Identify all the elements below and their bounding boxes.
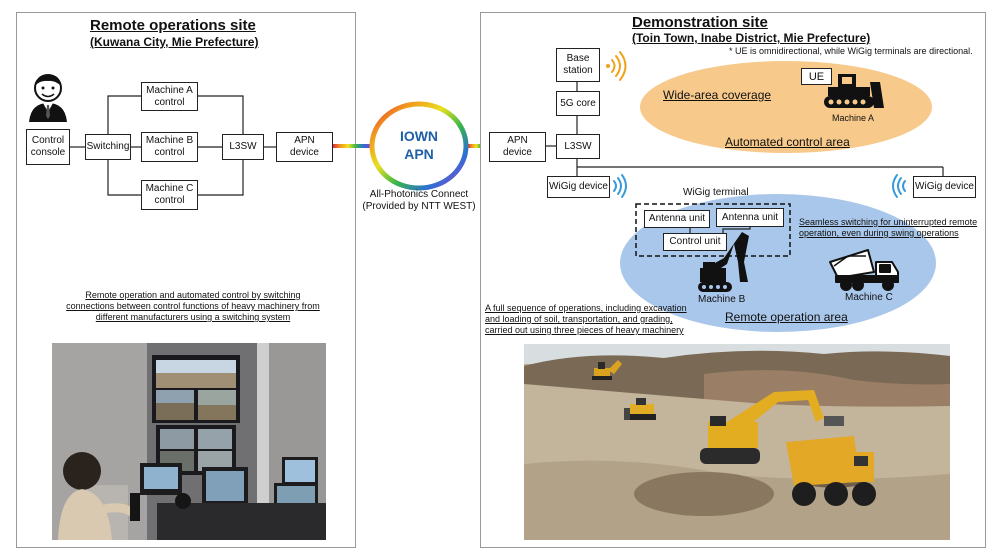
remote-site-caption: Remote operation and automated control b… (66, 290, 320, 322)
seamless-switching-caption: Seamless switching for uninterrupted rem… (799, 217, 978, 238)
machine-c-control-box: Machine C control (141, 180, 198, 210)
full-sequence-caption: A full sequence of operations, including… (485, 303, 687, 335)
wigig-device-right-box: WiGig device (913, 176, 976, 198)
remote-operation-room-photo (52, 343, 326, 540)
wigig-terminal-label: WiGig terminal (683, 187, 749, 198)
machine-b-control-box: Machine B control (141, 132, 198, 162)
5g-core-box: 5G core (556, 91, 600, 116)
machine-a-control-box: Machine A control (141, 82, 198, 111)
apn-label: APN (404, 146, 434, 162)
directional-note: * UE is omnidirectional, while WiGig ter… (729, 46, 973, 56)
l3sw-box-right: L3SW (556, 134, 600, 159)
remote-site-subtitle: (Kuwana City, Mie Prefecture) (90, 35, 259, 49)
automated-control-area-label: Automated control area (725, 135, 850, 149)
iown-label: IOWN (399, 128, 439, 144)
antenna-unit-2-box: Antenna unit (716, 208, 784, 227)
control-console-box: Control console (26, 129, 70, 165)
machine-a-label: Machine A (832, 113, 875, 123)
remote-site-title: Remote operations site (90, 17, 256, 34)
base-station-box: Base station (556, 48, 600, 82)
l3sw-box-left: L3SW (222, 134, 264, 160)
remote-operation-area-label: Remote operation area (725, 310, 848, 324)
demo-site-title: Demonstration site (632, 14, 768, 31)
demo-site-subtitle: (Toin Town, Inabe District, Mie Prefectu… (632, 31, 871, 45)
construction-site-photo (524, 344, 950, 540)
machine-c-label: Machine C (845, 292, 893, 303)
apn-device-box-left: APN device (276, 132, 333, 162)
all-photonics-connect-label: All-Photonics Connect (369, 189, 469, 200)
apn-device-box-right: APN device (489, 132, 546, 162)
machine-b-label: Machine B (698, 294, 746, 305)
provider-label: (Provided by NTT WEST) (362, 201, 476, 212)
wigig-device-left-box: WiGig device (547, 176, 610, 198)
ue-box: UE (801, 68, 832, 85)
control-unit-box: Control unit (663, 233, 727, 251)
switching-box: Switching (85, 134, 131, 160)
antenna-unit-1-box: Antenna unit (644, 210, 710, 228)
wide-area-coverage-label: Wide-area coverage (663, 88, 772, 102)
